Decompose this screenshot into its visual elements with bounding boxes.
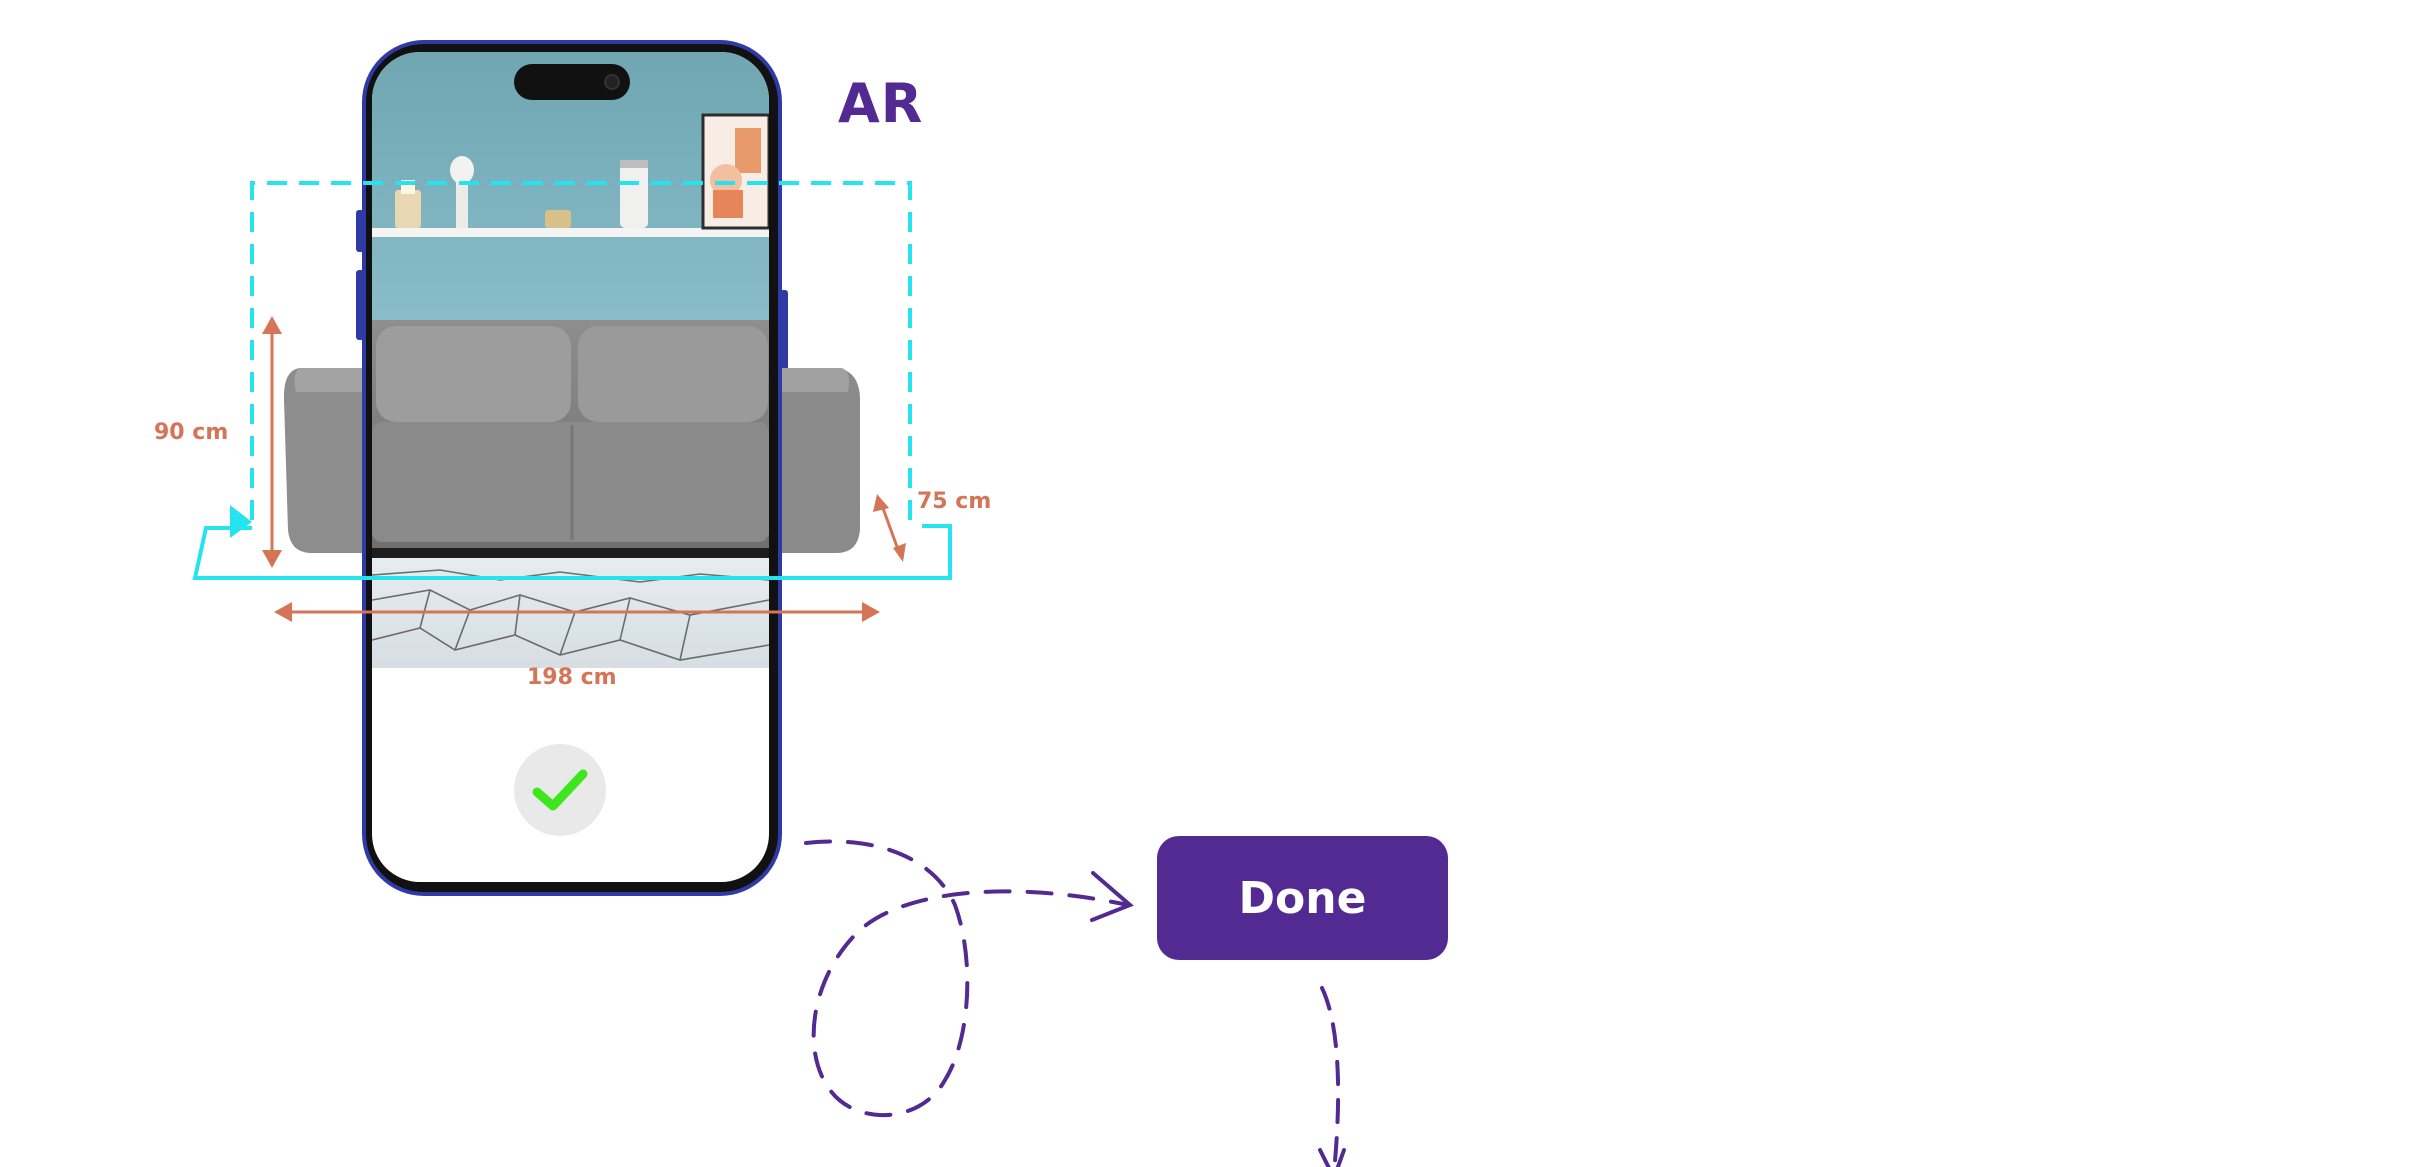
floor-texture — [372, 569, 769, 661]
measurement-arrows — [262, 316, 906, 622]
confirm-placement-button[interactable] — [514, 744, 606, 836]
done-button[interactable]: Done — [1157, 836, 1448, 960]
ar-label: AR — [838, 72, 924, 135]
depth-dimension-label: 75 cm — [917, 489, 992, 514]
checkmark-icon — [532, 769, 588, 811]
ar-bounding-guide — [192, 181, 952, 580]
camera-view — [372, 52, 769, 882]
sofa-overflow — [283, 368, 860, 553]
guide-arrow-icon — [230, 505, 252, 538]
height-dimension-label: 90 cm — [154, 420, 229, 445]
width-dimension-label: 198 cm — [527, 665, 617, 690]
flow-arrow-to-done — [804, 839, 1134, 1118]
flow-arrow-down — [1318, 986, 1346, 1167]
shelf-decor — [395, 113, 769, 230]
sofa-in-screen — [372, 320, 769, 558]
